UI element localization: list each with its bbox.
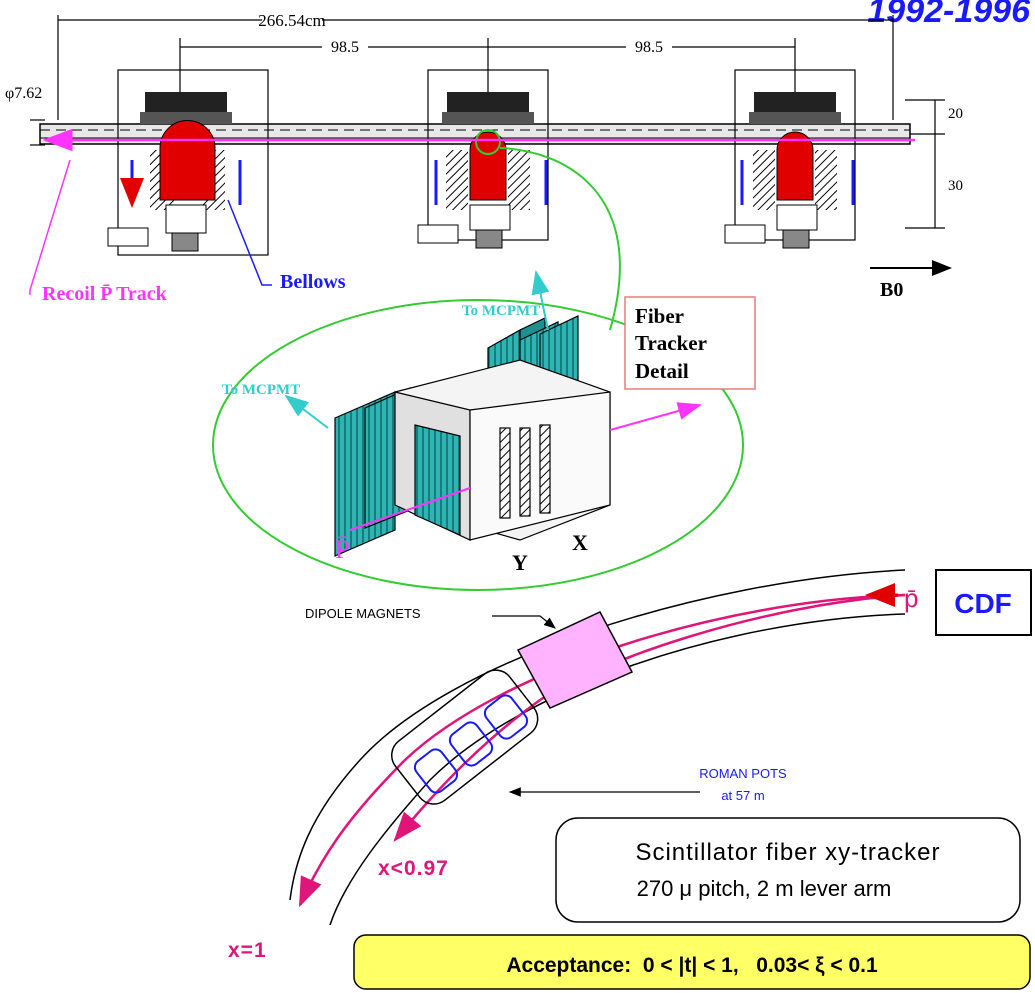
cdf-label: CDF xyxy=(954,588,1012,619)
pbar-incoming-label: p̄ xyxy=(904,583,918,613)
pot-station-2 xyxy=(417,69,549,249)
acceptance-label: Acceptance: 0 < |t| < 1, 0.03< ξ < 0.1 xyxy=(506,954,878,977)
pbar-label: P̄ xyxy=(335,535,349,564)
roman-pots-label-1: ROMAN POTS xyxy=(699,766,787,781)
roman-pots-label-2: at 57 m xyxy=(721,788,764,803)
dipole-leader xyxy=(492,615,556,629)
pot-station-1 xyxy=(107,69,269,256)
bellows-label: Bellows xyxy=(280,271,346,293)
roman-pot-region xyxy=(390,669,539,805)
pipe-diameter-label: φ7.62 xyxy=(5,85,42,102)
years-heading: 1992-1996 xyxy=(867,0,1031,30)
fiber-detail-line2: Tracker xyxy=(635,331,707,355)
fiber-detail-line1: Fiber xyxy=(635,304,684,328)
height-upper-label: 20 xyxy=(948,106,963,122)
to-mcpmt-right-label: To MCPMT xyxy=(462,303,540,319)
recoil-track-label: Recoil P̄ Track xyxy=(42,283,168,305)
roman-pots xyxy=(413,694,529,794)
scintillator-line1: Scintillator fiber xy-tracker xyxy=(635,839,940,866)
axis-x-label: X xyxy=(572,530,588,555)
b0-label: B0 xyxy=(880,279,903,301)
cdf-box xyxy=(935,569,1032,636)
pot-station-3 xyxy=(724,69,856,249)
spacing-right-label: 98.5 xyxy=(635,39,663,56)
dipole-magnet xyxy=(516,611,634,709)
overall-length-label: 266.54cm xyxy=(258,11,326,30)
to-mcpmt-left-label: To MCPMT xyxy=(222,382,300,398)
recoil-leader xyxy=(29,159,71,295)
x-eq-label: x=1 xyxy=(228,939,267,962)
fiber-tracker-detail-box xyxy=(624,296,756,390)
pbar-beam-in xyxy=(349,487,471,531)
beamline-walls xyxy=(289,569,906,926)
x-lt-label: x<0.97 xyxy=(378,857,449,880)
detail-ellipse xyxy=(212,299,744,591)
spacing-left-label: 98.5 xyxy=(331,39,359,56)
detail-callout-line xyxy=(499,147,621,331)
scintillator-line2: 270 μ pitch, 2 m lever arm xyxy=(637,876,892,901)
scintillator-box xyxy=(555,817,1021,923)
mcpmt-arrow-right xyxy=(531,270,550,331)
fiber-detail-line3: Detail xyxy=(635,359,689,383)
pbar-beam-out xyxy=(609,402,702,431)
dipole-label: DIPOLE MAGNETS xyxy=(305,606,421,621)
bellows-leader xyxy=(227,199,272,286)
beam-trajectory xyxy=(298,593,906,908)
height-lower-label: 30 xyxy=(948,178,963,194)
mcpmt-arrow-left xyxy=(284,394,329,429)
axis-y-label: Y xyxy=(512,550,528,575)
acceptance-box xyxy=(353,934,1031,990)
